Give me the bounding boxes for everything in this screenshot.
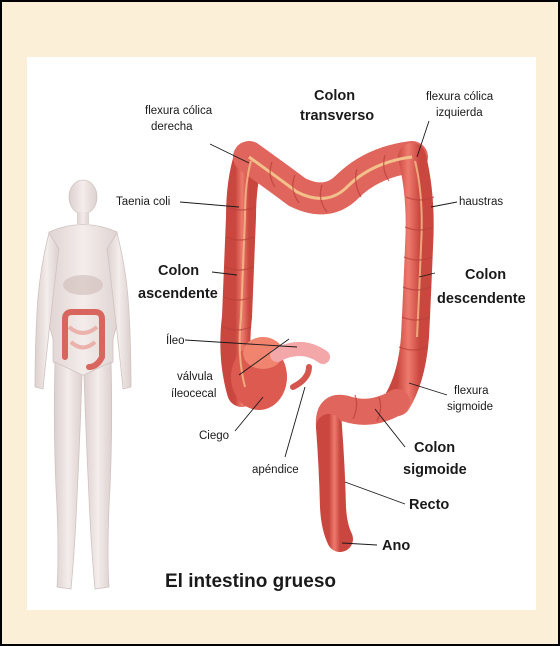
label-ciego: Ciego [199, 430, 229, 442]
label-colon-sigmoide-1: Colon [414, 440, 455, 456]
label-colon-descendente-1: Colon [465, 267, 506, 283]
label-haustras: haustras [459, 196, 503, 208]
label-colon-sigmoide-2: sigmoide [403, 462, 467, 478]
label-valvula-1: válvula [177, 371, 213, 383]
label-flexura-sigmoide-2: sigmoide [447, 401, 493, 413]
human-body-figure [35, 180, 131, 589]
label-colon-transverso-1: Colon [314, 88, 355, 104]
label-colon-transverso-2: transverso [300, 108, 374, 124]
colon-illustration [223, 155, 434, 539]
large-intestine-diagram: flexura cólica derecha Colon transverso … [27, 57, 536, 610]
diagram-title: El intestino grueso [165, 571, 336, 592]
label-flexura-izquierda-2: izquierda [436, 107, 483, 119]
label-colon-ascendente-1: Colon [158, 263, 199, 279]
label-colon-descendente-2: descendente [437, 291, 526, 307]
label-taenia-coli: Taenia coli [116, 196, 170, 208]
label-ano: Ano [382, 538, 410, 554]
label-flexura-sigmoide-1: flexura [454, 385, 489, 397]
label-flexura-izquierda-1: flexura cólica [426, 91, 494, 103]
diagram-card: flexura cólica derecha Colon transverso … [27, 57, 536, 610]
label-valvula-2: íleocecal [171, 388, 216, 400]
label-recto: Recto [409, 497, 449, 513]
label-flexura-derecha-1: flexura cólica [145, 105, 213, 117]
label-ileo: Íleo [166, 334, 185, 347]
label-flexura-derecha-2: derecha [151, 121, 193, 133]
label-colon-ascendente-2: ascendente [138, 286, 218, 302]
label-apendice: apéndice [252, 464, 299, 476]
